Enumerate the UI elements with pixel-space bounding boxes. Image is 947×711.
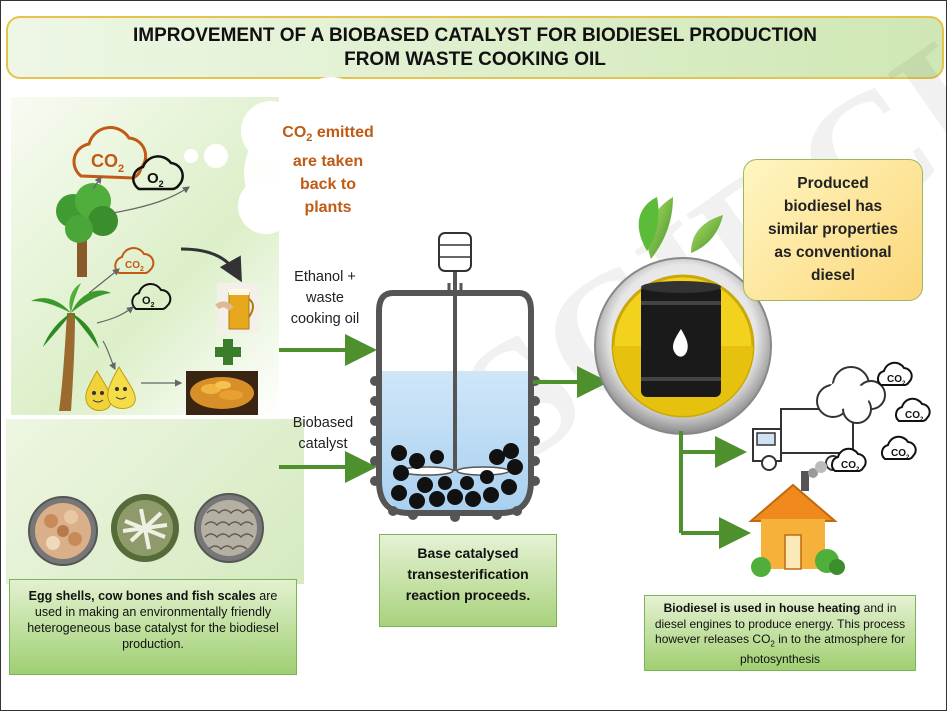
title-line-2: FROM WASTE COOKING OIL — [344, 49, 606, 70]
usage-caption: Biodiesel is used in house heating and i… — [644, 595, 916, 671]
oil-drop-characters-icon — [85, 365, 136, 411]
o2-cloud-icon: O2 — [132, 155, 184, 191]
svg-text:O2: O2 — [142, 295, 155, 309]
biodiesel-drum-icon — [594, 197, 772, 435]
reaction-caption: Base catalysed transesterification react… — [379, 534, 557, 627]
thought-cloud — [184, 77, 416, 263]
emission-co2-clouds: CO2 CO2 CO2 CO2 — [831, 361, 931, 473]
co2-cloud-icon-3: CO2 — [881, 435, 917, 461]
palm-to-fruit-arrow — [102, 340, 116, 371]
cow-bones-image — [111, 494, 179, 562]
small-co2-cloud-icon: CO2 — [114, 247, 155, 274]
svg-text:CO2: CO2 — [891, 448, 910, 461]
catalyst-particles — [391, 443, 523, 509]
co2-cloud-icon-1: CO2 — [877, 361, 913, 387]
palm-tree-icon — [31, 283, 111, 411]
tree-icon — [56, 183, 118, 277]
fish-scales-image — [194, 493, 264, 563]
catalyst-input-label: Biobased catalyst — [292, 415, 354, 452]
co2-cloud-icon-2: CO2 — [895, 397, 931, 423]
title-banner: IMPROVEMENT OF A BIOBASED CATALYST FOR B… — [6, 16, 944, 79]
co2-recycle-text: CO2 emitted are taken back to plants — [282, 124, 374, 217]
usage-arrows — [679, 431, 751, 549]
exhaust-smoke-cloud-icon — [816, 366, 886, 424]
co2-to-palm-arrow — [88, 268, 120, 294]
ethanol-glass-image — [215, 283, 259, 333]
svg-text:CO2: CO2 — [91, 151, 124, 175]
palm-to-o2-arrow — [96, 306, 134, 324]
title-line-1: IMPROVEMENT OF A BIOBASED CATALYST FOR B… — [132, 25, 818, 46]
frying-food-image — [186, 371, 258, 415]
house-icon — [748, 461, 845, 577]
svg-text:O2: O2 — [147, 170, 164, 189]
ethanol-input-label: Ethanol + waste cooking oil — [290, 269, 360, 327]
svg-text:CO2: CO2 — [887, 374, 906, 387]
svg-text:CO2: CO2 — [125, 260, 144, 273]
svg-text:CO2: CO2 — [841, 460, 860, 473]
cycle-to-ethanol-arrow — [180, 247, 242, 283]
small-o2-cloud-icon: O2 — [131, 283, 172, 310]
svg-text:CO2: CO2 — [905, 410, 924, 423]
co2-to-tree-arrow — [92, 176, 102, 190]
plus-icon — [215, 339, 241, 365]
co2-cloud-icon-4: CO2 — [831, 447, 867, 473]
properties-caption: Produced biodiesel has similar propertie… — [743, 159, 923, 301]
egg-shells-image — [28, 496, 98, 566]
tree-to-o2-arrow — [112, 186, 190, 214]
catalyst-sources-caption: Egg shells, cow bones and fish scales ar… — [9, 579, 297, 675]
